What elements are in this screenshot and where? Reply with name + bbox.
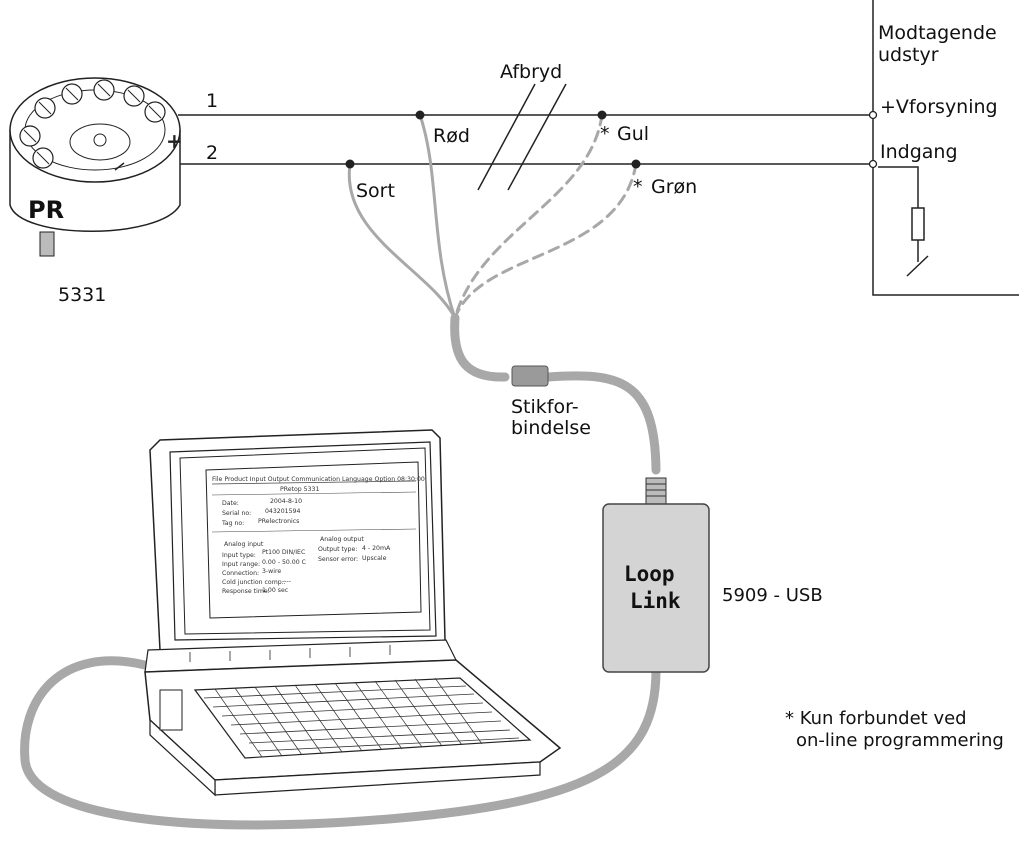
mounting-screw-icon (39, 231, 55, 257)
resistor-lead (878, 166, 919, 208)
plug-connector (511, 365, 549, 387)
ground-switch-icon (906, 240, 929, 277)
junction-green (631, 159, 641, 169)
laptop-screen: File Product Input Output Communication … (205, 461, 425, 619)
loop-link-text-line1: Loop (624, 562, 675, 586)
receiver-input-label: Indgang (880, 141, 958, 163)
screen-output-type-label: Output type: (318, 546, 357, 553)
yellow-wire-label: Gul (617, 123, 649, 145)
screen-analog-input: Analog input (224, 541, 264, 548)
transmitter-5331: + PR 5331 (9, 77, 183, 306)
screen-input-type-label: Input type: (222, 552, 256, 559)
screen-analog-output: Analog output (320, 536, 364, 543)
loop-link-device: Loop Link (602, 477, 710, 673)
terminal-supply (868, 110, 878, 120)
screen-date-label: Date: (222, 500, 239, 507)
screen-serial-label: Serial no: (222, 510, 251, 517)
screen-serial-value: 043201594 (265, 508, 300, 515)
break-marks: Afbryd (477, 61, 567, 191)
screen-cjc-value: ---- (282, 578, 291, 585)
receiver-supply-label: +Vforsyning (880, 96, 998, 118)
screen-input-range-value: 0.00 - 50.00 C (262, 559, 306, 566)
screen-response-value: 1.00 sec (262, 587, 289, 594)
screen-menu-bar: File Product Input Output Communication … (212, 476, 425, 483)
connector-label-line2: bindelse (511, 417, 591, 439)
screen-connection-label: Connection: (222, 570, 259, 577)
junction-yellow (597, 110, 607, 120)
screen-cjc-label: Cold junction comp.: (222, 579, 286, 586)
break-label: Afbryd (500, 61, 562, 83)
screen-input-range-label: Input range: (222, 561, 260, 568)
note-line1: * Kun forbundet ved (785, 708, 967, 729)
screen-connection-value: 3-wire (262, 568, 281, 575)
resistor-icon (911, 207, 925, 241)
green-wire (453, 162, 638, 320)
receiving-equipment: Modtagende udstyr +Vforsyning Indgang (872, 0, 1019, 296)
connector-label-line1: Stikfor- (511, 396, 579, 418)
junction-black (345, 159, 355, 169)
terminal-input (868, 159, 878, 169)
black-wire (347, 162, 457, 320)
loop-link-text-line2: Link (630, 589, 681, 613)
red-wire-label: Rød (433, 125, 470, 147)
brand-logo: PR (28, 196, 64, 224)
screen-response-label: Response time: (222, 588, 270, 595)
note-line2: on-line programmering (796, 730, 1004, 751)
side-port (159, 689, 183, 731)
screen-sensor-error-label: Sensor error: (318, 556, 358, 563)
green-wire-label: Grøn (651, 176, 697, 198)
screen-tag-value: PRelectronics (258, 518, 299, 525)
yellow-wire (453, 113, 604, 320)
green-wire-asterisk: * (633, 176, 643, 198)
screen-title: PRetop 5331 (280, 486, 319, 493)
junction-dots (345, 110, 641, 169)
screen-output-type-value: 4 - 20mA (362, 545, 391, 552)
junction-red (415, 110, 425, 120)
red-wire (418, 113, 457, 320)
signal-lines: 1 2 (178, 90, 878, 169)
yellow-wire-asterisk: * (600, 123, 610, 145)
minus-sign-icon (114, 162, 125, 171)
screen-date-value: 2004-8-10 (270, 498, 302, 505)
usb-cable (20, 371, 661, 830)
transmitter-model-label: 5331 (58, 284, 106, 306)
plus-sign-icon: + (166, 129, 183, 153)
test-wires (347, 113, 638, 382)
wire-bundle (450, 313, 510, 382)
laptop: File Product Input Output Communication … (144, 429, 562, 797)
loop-link-model-label: 5909 - USB (722, 585, 823, 606)
screen-input-type-value: Pt100 DIN/IEC (262, 549, 305, 556)
line-2-label: 2 (206, 142, 218, 164)
black-wire-label: Sort (356, 180, 395, 202)
line-1-label: 1 (206, 90, 218, 112)
receiver-title-line1: Modtagende (878, 22, 997, 44)
receiver-title-line2: udstyr (878, 44, 939, 66)
screen-sensor-error-value: Upscale (362, 555, 387, 562)
screen-tag-label: Tag no: (221, 520, 244, 527)
keyboard (193, 677, 532, 759)
